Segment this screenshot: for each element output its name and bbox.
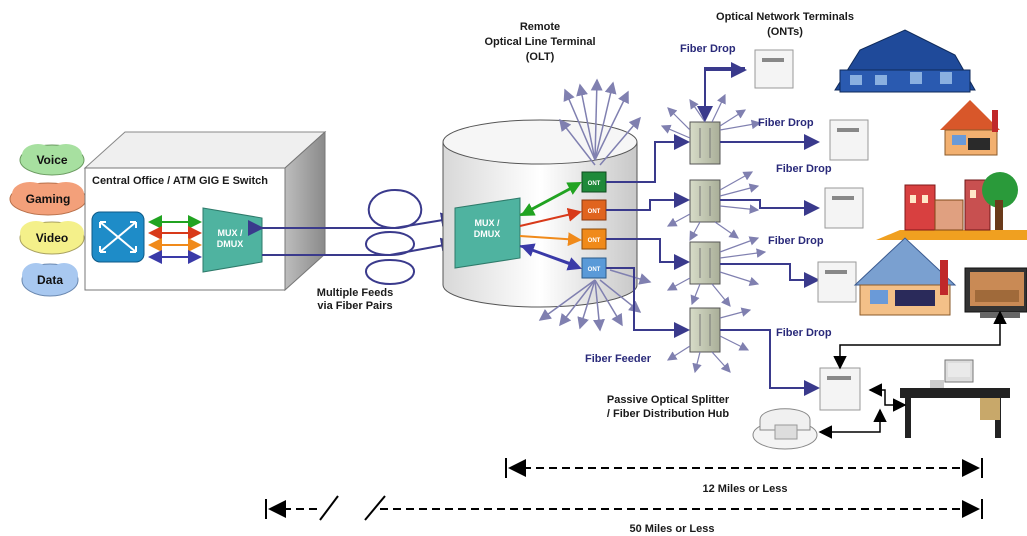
cloud-gaming: Gaming bbox=[10, 182, 86, 215]
cloud-data-label: Data bbox=[37, 273, 63, 287]
co-mux-dmux: MUX / DMUX bbox=[203, 208, 262, 272]
olt-mux-label-2: DMUX bbox=[474, 229, 501, 239]
cloud-gaming-label: Gaming bbox=[26, 192, 71, 206]
olt-ont-card-blue: ONT bbox=[582, 258, 606, 278]
fiber-drop-label-5: Fiber Drop bbox=[776, 327, 832, 339]
splitter-4 bbox=[690, 308, 720, 352]
olt-ont-card-orange: ONT bbox=[582, 200, 606, 220]
apartment-building-icon bbox=[876, 172, 1027, 240]
house-small-icon bbox=[940, 100, 1000, 155]
onts-title-1: Optical Network Terminals bbox=[716, 11, 854, 23]
ont-device-1 bbox=[755, 50, 793, 88]
phone-icon bbox=[753, 409, 817, 449]
splitter-3 bbox=[690, 242, 720, 284]
house-blueprint-icon bbox=[835, 30, 975, 92]
cloud-voice-label: Voice bbox=[36, 153, 67, 167]
fiber-feeder-label: Fiber Feeder bbox=[585, 353, 652, 365]
desk-computer-icon bbox=[900, 360, 1010, 438]
ont-card-label: ONT bbox=[588, 267, 601, 273]
olt-mux-label-1: MUX / bbox=[474, 218, 500, 228]
olt-ont-card-green: ONT bbox=[582, 172, 606, 192]
co-mux-label-2: DMUX bbox=[217, 239, 244, 249]
distance-50-label: 50 Miles or Less bbox=[630, 523, 715, 535]
house-large-icon bbox=[855, 238, 955, 315]
splitter-1 bbox=[690, 122, 720, 164]
olt-title-1: Remote bbox=[520, 21, 560, 33]
splitter-label-1: Passive Optical Splitter bbox=[607, 394, 730, 406]
ont-device-5 bbox=[820, 368, 860, 410]
olt-mux-dmux: MUX / DMUX bbox=[455, 198, 520, 268]
ont-card-label: ONT bbox=[588, 209, 601, 215]
distance-50-miles: 50 Miles or Less bbox=[266, 496, 982, 535]
cloud-video: Video bbox=[20, 221, 84, 254]
splitter-2 bbox=[690, 180, 720, 222]
distance-12-miles: 12 Miles or Less bbox=[506, 458, 982, 495]
splitter-label-2: / Fiber Distribution Hub bbox=[607, 408, 729, 420]
olt-title-3: (OLT) bbox=[526, 51, 555, 63]
fiber-drop-label-2: Fiber Drop bbox=[758, 117, 814, 129]
atm-switch-icon bbox=[92, 212, 144, 262]
fiber-drop-label-1: Fiber Drop bbox=[680, 43, 736, 55]
co-mux-label-1: MUX / bbox=[217, 228, 243, 238]
feeds-label-1: Multiple Feeds bbox=[317, 287, 393, 299]
ont-card-label: ONT bbox=[588, 181, 601, 187]
feeds-label-2: via Fiber Pairs bbox=[317, 300, 392, 312]
tv-icon bbox=[965, 268, 1027, 318]
olt-ont-card-amber: ONT bbox=[582, 229, 606, 249]
distance-12-label: 12 Miles or Less bbox=[703, 483, 788, 495]
cloud-data: Data bbox=[22, 263, 78, 296]
ont-card-label: ONT bbox=[588, 238, 601, 244]
fiber-drop-label-4: Fiber Drop bbox=[768, 235, 824, 247]
central-office-title: Central Office / ATM GIG E Switch bbox=[92, 175, 268, 187]
cloud-video-label: Video bbox=[36, 231, 68, 245]
cloud-voice: Voice bbox=[20, 144, 84, 175]
fiber-drop-label-3: Fiber Drop bbox=[776, 163, 832, 175]
olt-title-2: Optical Line Terminal bbox=[484, 36, 595, 48]
fiber-drop-lines bbox=[705, 68, 818, 388]
onts-title-2: (ONTs) bbox=[767, 26, 803, 38]
ont-device-2 bbox=[830, 120, 868, 160]
ont-device-4 bbox=[818, 262, 856, 302]
ont-device-3 bbox=[825, 188, 863, 228]
